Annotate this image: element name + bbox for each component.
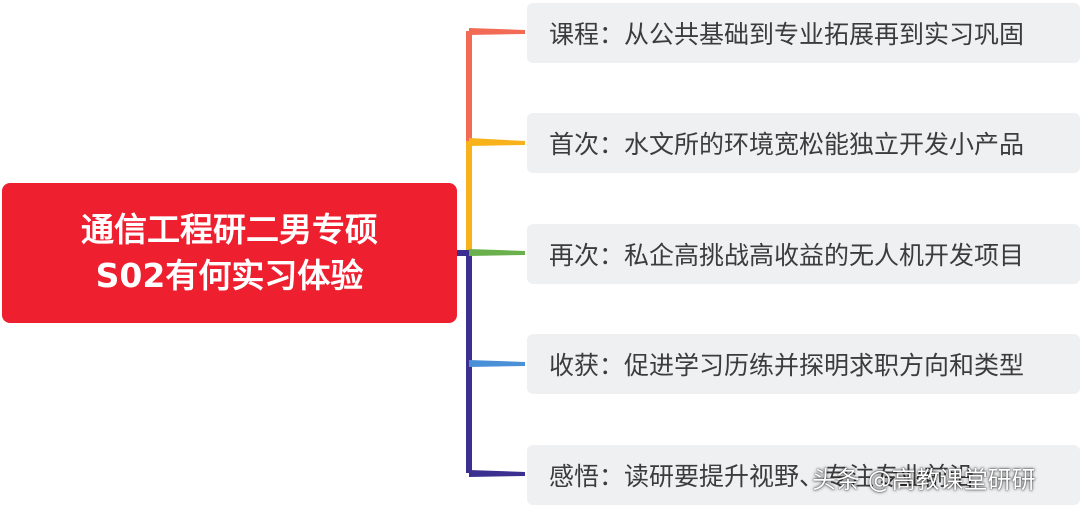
branch-connector-5 (469, 470, 525, 477)
branch-text: 收获：促进学习历练并探明求职方向和类型 (549, 351, 1025, 380)
branch-connector-4 (469, 360, 525, 367)
root-title: 通信工程研二男专硕 S02有何实习体验 (81, 210, 378, 295)
branch-node-gains: 收获：促进学习历练并探明求职方向和类型 (527, 334, 1080, 394)
root-node: 通信工程研二男专硕 S02有何实习体验 (2, 183, 457, 323)
branch-node-reflections: 感悟：读研要提升视野、专注专业前沿 (527, 445, 1080, 505)
branch-connector-1 (469, 28, 525, 35)
branch-text: 课程：从公共基础到专业拓展再到实习巩固 (549, 20, 1025, 49)
branch-text: 感悟：读研要提升视野、专注专业前沿 (549, 462, 975, 491)
branch-node-courses: 课程：从公共基础到专业拓展再到实习巩固 (527, 3, 1080, 63)
branch-connector-3 (469, 249, 525, 256)
branch-node-second-internship: 再次：私企高挑战高收益的无人机开发项目 (527, 224, 1080, 284)
branch-text: 再次：私企高挑战高收益的无人机开发项目 (549, 241, 1025, 270)
watermark: 头条 @高教课堂研研 (812, 466, 1036, 494)
branch-node-first-internship: 首次：水文所的环境宽松能独立开发小产品 (527, 113, 1080, 173)
branch-text: 首次：水文所的环境宽松能独立开发小产品 (549, 130, 1025, 159)
branch-connector-2 (469, 138, 525, 146)
